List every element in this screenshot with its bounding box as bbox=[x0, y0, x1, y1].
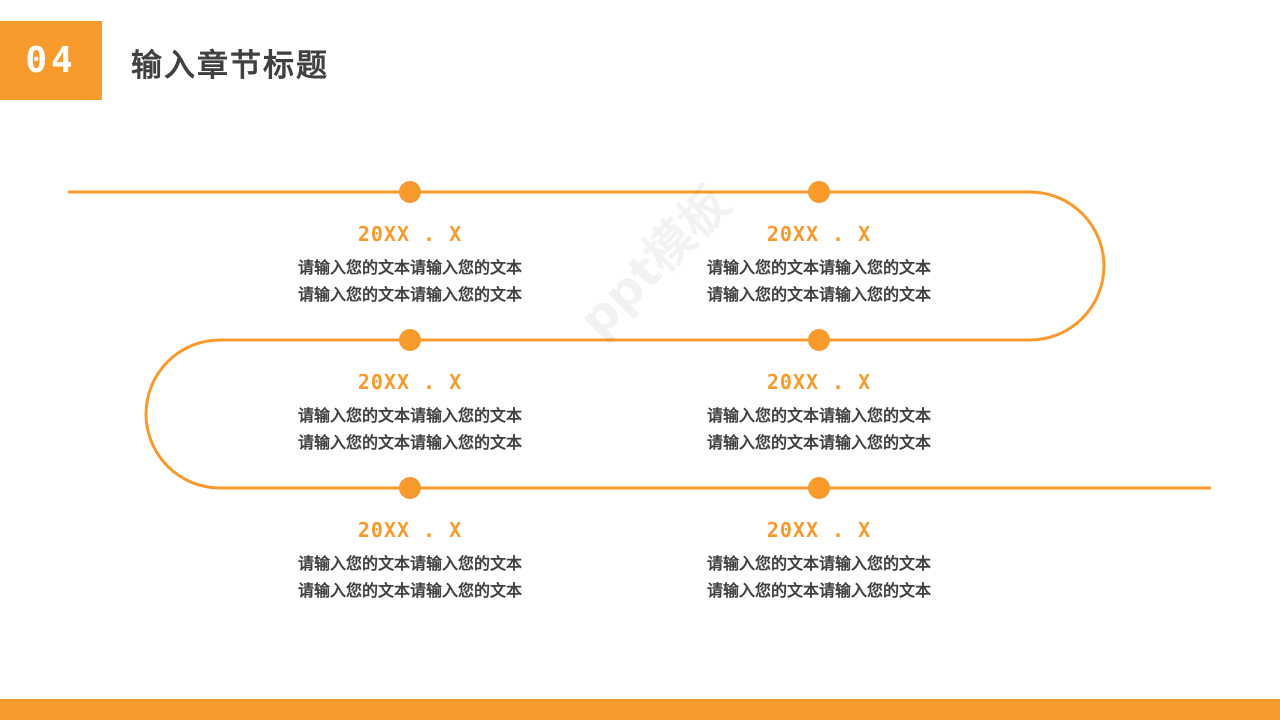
page-title: 输入章节标题 bbox=[131, 48, 329, 84]
item-text: 请输入您的文本请输入您的文本 请输入您的文本请输入您的文本 bbox=[260, 550, 560, 604]
timeline-item: 20XX . X 请输入您的文本请输入您的文本 请输入您的文本请输入您的文本 bbox=[669, 368, 969, 456]
timeline-node-5 bbox=[399, 477, 421, 499]
item-text-line: 请输入您的文本请输入您的文本 bbox=[706, 406, 931, 425]
timeline-node-3 bbox=[399, 329, 421, 351]
timeline-item: 20XX . X 请输入您的文本请输入您的文本 请输入您的文本请输入您的文本 bbox=[260, 368, 560, 456]
timeline-item: 20XX . X 请输入您的文本请输入您的文本 请输入您的文本请输入您的文本 bbox=[669, 516, 969, 604]
timeline-node-6 bbox=[808, 477, 830, 499]
item-text-line: 请输入您的文本请输入您的文本 bbox=[706, 285, 931, 304]
item-date: 20XX . X bbox=[766, 222, 872, 246]
item-text-line: 请输入您的文本请输入您的文本 bbox=[706, 433, 931, 452]
item-text: 请输入您的文本请输入您的文本 请输入您的文本请输入您的文本 bbox=[260, 254, 560, 308]
item-date: 20XX . X bbox=[357, 222, 463, 246]
section-number-badge: 04 bbox=[0, 21, 102, 100]
item-text-line: 请输入您的文本请输入您的文本 bbox=[706, 581, 931, 600]
item-date: 20XX . X bbox=[766, 518, 872, 542]
bottom-accent-bar bbox=[0, 699, 1280, 720]
timeline-node-4 bbox=[808, 329, 830, 351]
item-date: 20XX . X bbox=[357, 518, 463, 542]
item-text-line: 请输入您的文本请输入您的文本 bbox=[297, 433, 522, 452]
timeline-item: 20XX . X 请输入您的文本请输入您的文本 请输入您的文本请输入您的文本 bbox=[260, 220, 560, 308]
timeline-node-2 bbox=[808, 181, 830, 203]
item-text: 请输入您的文本请输入您的文本 请输入您的文本请输入您的文本 bbox=[669, 402, 969, 456]
timeline-line bbox=[68, 190, 1211, 490]
item-text-line: 请输入您的文本请输入您的文本 bbox=[297, 406, 522, 425]
item-date: 20XX . X bbox=[357, 370, 463, 394]
timeline-item: 20XX . X 请输入您的文本请输入您的文本 请输入您的文本请输入您的文本 bbox=[260, 516, 560, 604]
item-text-line: 请输入您的文本请输入您的文本 bbox=[297, 581, 522, 600]
item-text-line: 请输入您的文本请输入您的文本 bbox=[297, 285, 522, 304]
timeline-node-1 bbox=[399, 181, 421, 203]
item-text-line: 请输入您的文本请输入您的文本 bbox=[706, 258, 931, 277]
item-date: 20XX . X bbox=[766, 370, 872, 394]
item-text: 请输入您的文本请输入您的文本 请输入您的文本请输入您的文本 bbox=[669, 254, 969, 308]
item-text-line: 请输入您的文本请输入您的文本 bbox=[297, 554, 522, 573]
item-text-line: 请输入您的文本请输入您的文本 bbox=[706, 554, 931, 573]
item-text-line: 请输入您的文本请输入您的文本 bbox=[297, 258, 522, 277]
item-text: 请输入您的文本请输入您的文本 请输入您的文本请输入您的文本 bbox=[669, 550, 969, 604]
item-text: 请输入您的文本请输入您的文本 请输入您的文本请输入您的文本 bbox=[260, 402, 560, 456]
timeline-item: 20XX . X 请输入您的文本请输入您的文本 请输入您的文本请输入您的文本 bbox=[669, 220, 969, 308]
